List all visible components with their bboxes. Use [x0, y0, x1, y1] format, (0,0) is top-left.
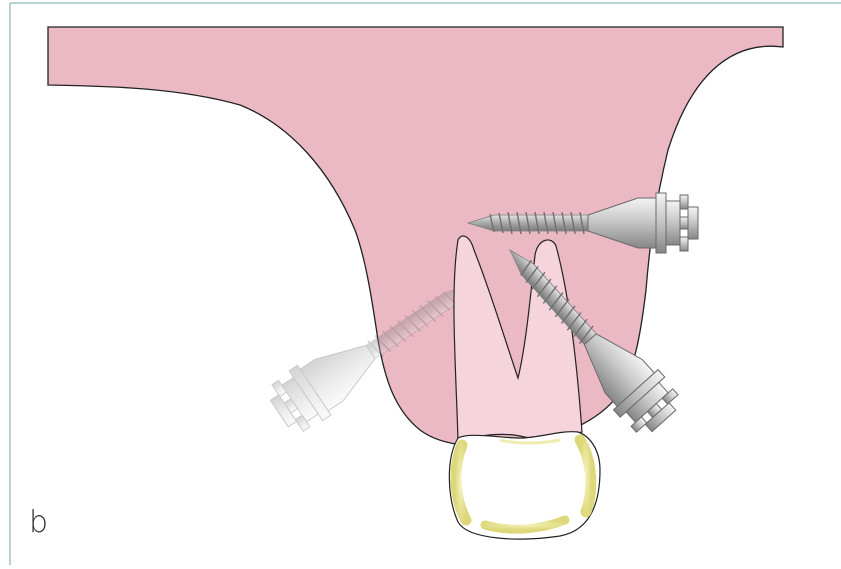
panel-label: b — [29, 508, 48, 538]
tooth-crown — [449, 432, 600, 539]
